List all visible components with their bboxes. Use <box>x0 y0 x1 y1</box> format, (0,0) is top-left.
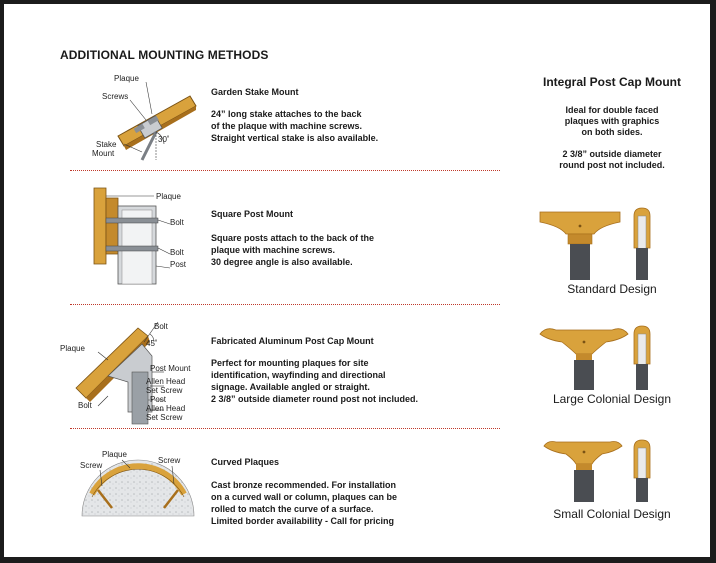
label-plaque: Plaque <box>156 192 181 201</box>
integral-desc: Ideal for double faced plaques with grap… <box>559 105 665 170</box>
standard-design-caption: Standard Design <box>567 282 657 296</box>
small-colonial-illustration <box>543 439 651 502</box>
section-title-square-post: Square Post Mount <box>211 209 294 219</box>
label-plaque: Plaque <box>114 74 139 83</box>
label-allen-head: Allen Head <box>146 377 186 386</box>
section-divider <box>70 428 500 429</box>
section-title-curved: Curved Plaques <box>211 457 280 467</box>
label-screws: Screws <box>102 92 129 101</box>
page-title: ADDITIONAL MOUNTING METHODS <box>60 48 269 62</box>
standard-design-illustration <box>539 207 651 280</box>
section-divider <box>70 304 500 305</box>
section-desc-curved: Cast bronze recommended. For installatio… <box>211 480 398 526</box>
section-desc-garden-stake: 24” long stake attaches to the back of t… <box>211 109 379 143</box>
label-bolt: Bolt <box>170 218 184 227</box>
section-title-garden-stake: Garden Stake Mount <box>211 87 299 97</box>
label-bolt: Bolt <box>170 248 184 257</box>
label-post: Post <box>150 395 167 404</box>
label-plaque: Plaque <box>102 450 127 459</box>
label-post-mount: Post Mount <box>150 364 191 373</box>
square-post-illustration <box>93 187 171 285</box>
label-mount: Mount <box>92 149 115 158</box>
label-bolt: Bolt <box>154 322 168 331</box>
label-angle: 30˚ <box>158 135 170 144</box>
garden-stake-illustration <box>117 81 197 161</box>
label-screw: Screw <box>158 456 181 465</box>
section-desc-square-post: Square posts attach to the back of the p… <box>211 233 375 267</box>
label-plaque: Plaque <box>60 344 85 353</box>
large-colonial-caption: Large Colonial Design <box>552 392 672 406</box>
label-set-screw: Set Screw <box>146 386 183 395</box>
label-bolt: Bolt <box>78 401 92 410</box>
section-title-post-cap: Fabricated Aluminum Post Cap Mount <box>211 336 374 346</box>
label-allen-head: Allen Head <box>146 404 186 413</box>
section-divider <box>70 170 500 171</box>
label-post: Post <box>170 260 187 269</box>
section-desc-post-cap: Perfect for mounting plaques for site id… <box>211 358 419 404</box>
small-colonial-caption: Small Colonial Design <box>553 507 671 521</box>
curved-plaque-illustration <box>81 459 195 517</box>
label-stake: Stake <box>96 140 117 149</box>
large-colonial-illustration <box>539 325 651 390</box>
label-set-screw: Set Screw <box>146 413 183 422</box>
post-cap-illustration <box>75 321 164 425</box>
label-angle: 45˚ <box>146 339 158 348</box>
instruction-sheet: ADDITIONAL MOUNTING METHODS Plaque Screw… <box>4 4 710 557</box>
label-screw: Screw <box>80 461 103 470</box>
integral-title: Integral Post Cap Mount <box>543 75 681 89</box>
